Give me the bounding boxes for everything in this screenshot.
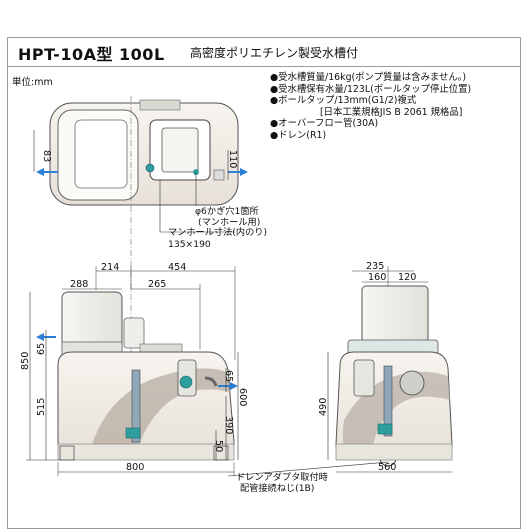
spec-drain: ●ドレン(R1) xyxy=(270,129,327,141)
front-foot-right xyxy=(213,445,229,461)
manhole-note: マンホール寸法(内のり) xyxy=(168,226,267,238)
dim-235-label: 235 xyxy=(366,261,384,272)
side-float-ball xyxy=(399,370,425,396)
side-view: 235 160 120 490 560 xyxy=(318,261,453,473)
dim-65-right-label: 65 xyxy=(223,370,234,382)
suction-pipe xyxy=(131,369,141,443)
front-outlet-arrow-icon xyxy=(36,333,44,341)
front-tank-shadow xyxy=(88,368,230,458)
top-view: 83 110 φ6かぎ穴1箇所 (マンホール用) マンホール寸法(内のり) 13… xyxy=(33,96,267,460)
spec-balltap: ●ボールタップ/13mm(G1/2)複式 xyxy=(270,95,417,107)
top-manhole-lid xyxy=(161,127,199,173)
spec-mass: ●受水槽質量/16kg(ポンプ質量は含みません。) xyxy=(270,72,467,83)
top-inlet-arrow-icon xyxy=(240,168,248,176)
side-foot-valve xyxy=(377,423,393,435)
dim-120-label: 120 xyxy=(398,272,416,283)
dim-800-label: 800 xyxy=(126,462,144,473)
dim-83-label: 83 xyxy=(41,150,52,162)
dim-390-label: 390 xyxy=(223,416,234,434)
top-pump-cover xyxy=(74,119,128,189)
unit-label: 単位:mm xyxy=(12,77,53,88)
front-view: 214 454 265 288 850 515 xyxy=(20,262,248,476)
front-inlet-arrow-icon xyxy=(230,382,238,390)
dim-288-label: 288 xyxy=(70,279,88,290)
pipe-thread-label: 配管接続ねじ(1B) xyxy=(240,482,314,494)
model-subtitle: 高密度ポリエチレン製受水槽付 xyxy=(190,46,359,60)
spec-capacity: ●受水槽保有水量/123L(ボールタップ停止位置) xyxy=(270,83,472,95)
dim-65-left-label: 65 xyxy=(36,343,47,355)
front-tank-base xyxy=(57,443,235,461)
dim-50-label: 50 xyxy=(213,440,224,452)
top-pipe xyxy=(139,99,181,111)
foot-valve xyxy=(125,427,141,439)
dim-600-label: 600 xyxy=(237,388,248,406)
dim-454-label: 454 xyxy=(168,262,186,273)
spec-overflow: ●オーバーフロー管(30A) xyxy=(270,118,379,130)
float-ball xyxy=(179,375,193,389)
model-title: HPT-10A型 100L xyxy=(18,45,165,64)
dim-160-label: 160 xyxy=(368,272,386,283)
dim-490-label: 490 xyxy=(318,398,329,416)
dim-515-label: 515 xyxy=(36,398,47,416)
title-bar xyxy=(7,37,521,67)
overflow-elbow xyxy=(204,376,218,387)
side-float-body xyxy=(353,359,375,397)
top-overflow-port xyxy=(213,169,225,181)
pump-head xyxy=(123,317,145,349)
dim-214-label: 214 xyxy=(101,262,119,273)
dim-110-label: 110 xyxy=(227,150,238,168)
side-tank-base xyxy=(335,443,453,461)
top-outlet-arrow-icon xyxy=(36,168,44,176)
side-pump-motor xyxy=(361,285,429,343)
dim-265-label: 265 xyxy=(148,279,166,290)
drain-callout-leader xyxy=(227,461,389,477)
hole-note: φ6かぎ穴1箇所 xyxy=(195,205,259,217)
dim-560-label: 560 xyxy=(378,462,396,473)
dim-850-label: 850 xyxy=(20,352,31,370)
side-suction-pipe xyxy=(383,365,393,437)
hole-note-sub: (マンホール用) xyxy=(198,217,260,228)
front-foot-left xyxy=(59,445,75,461)
top-outlet-fitting xyxy=(145,163,155,173)
manhole-size: 135×190 xyxy=(168,239,211,250)
spec-list: ●受水槽質量/16kg(ポンプ質量は含みません。) ●受水槽保有水量/123L(… xyxy=(270,72,471,142)
spec-jis: [日本工業規格JIS B 2061 規格品] xyxy=(320,106,463,118)
drain-adapter-label: ドレンアダプタ取付時 xyxy=(236,471,328,483)
